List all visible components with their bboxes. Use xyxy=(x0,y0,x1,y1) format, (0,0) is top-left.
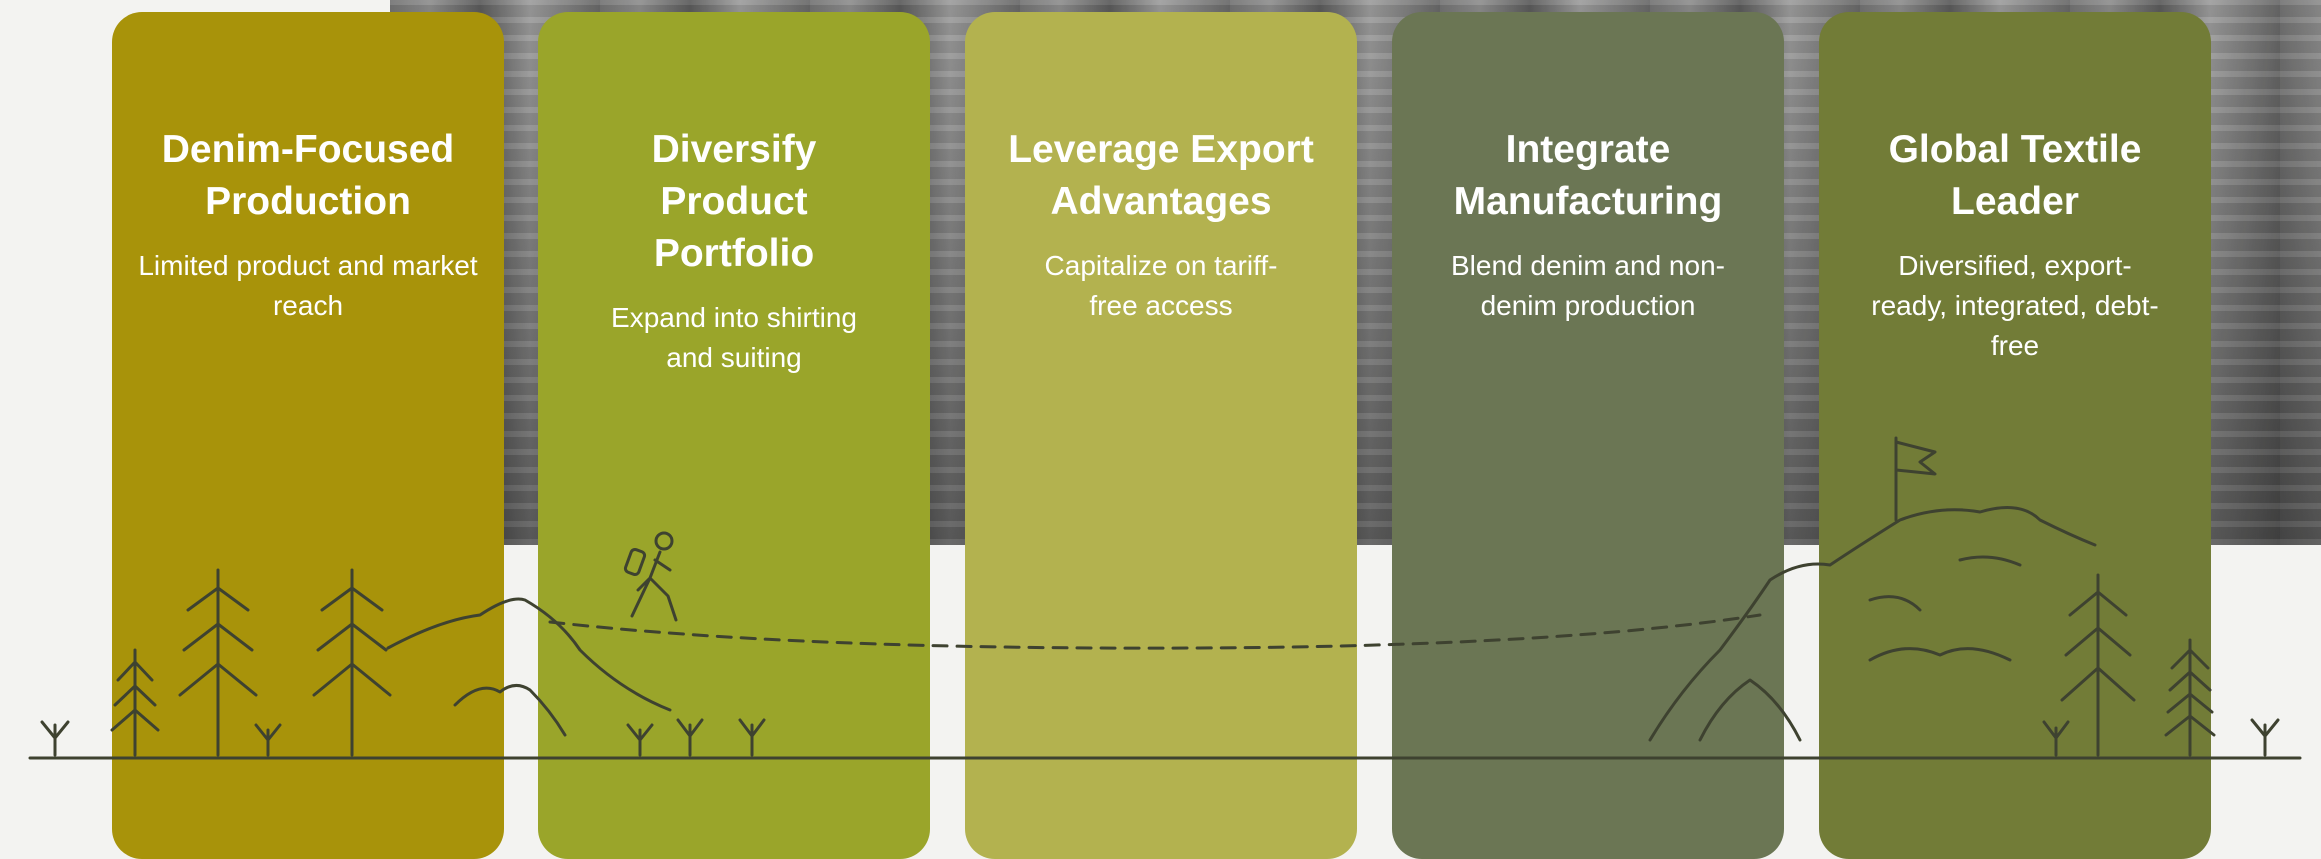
mountain-right xyxy=(1648,506,2097,742)
hiker-icon xyxy=(623,531,678,622)
grass-icon xyxy=(40,718,2280,757)
stage-description: Expand into shirting and suiting xyxy=(611,302,857,373)
stage-title: Global Textile Leader xyxy=(1888,128,2142,223)
hill-left-small xyxy=(453,684,567,737)
stage-title: Leverage Export Advantages xyxy=(1008,128,1314,223)
dashed-trail xyxy=(548,613,1762,650)
stage-description: Limited product and market reach xyxy=(138,250,478,321)
pine-tree-icon xyxy=(110,568,392,757)
flag-icon xyxy=(1894,436,1937,522)
stage-card-1: Denim-Focused Production Limited product… xyxy=(112,12,504,859)
hill-left xyxy=(386,597,672,712)
stage-description: Blend denim and non-denim production xyxy=(1451,250,1725,321)
mountain-right-ridge xyxy=(1698,678,1802,742)
stage-card-4: Integrate Manufacturing Blend denim and … xyxy=(1392,12,1784,859)
stage-card-3: Leverage Export Advantages Capitalize on… xyxy=(965,12,1357,859)
stage-title: Denim-Focused Production xyxy=(161,128,455,223)
stage-description: Capitalize on tariff-free access xyxy=(1044,250,1278,321)
pine-tree-icon xyxy=(2060,573,2216,757)
stage-title: Diversify Product Portfolio xyxy=(651,128,817,275)
stage-description: Diversified, export-ready, integrated, d… xyxy=(1871,250,2159,361)
stage-card-2: Diversify Product Portfolio Expand into … xyxy=(538,12,930,859)
stage-card-5: Global Textile Leader Diversified, expor… xyxy=(1819,12,2211,859)
stage-title: Integrate Manufacturing xyxy=(1453,128,1723,223)
